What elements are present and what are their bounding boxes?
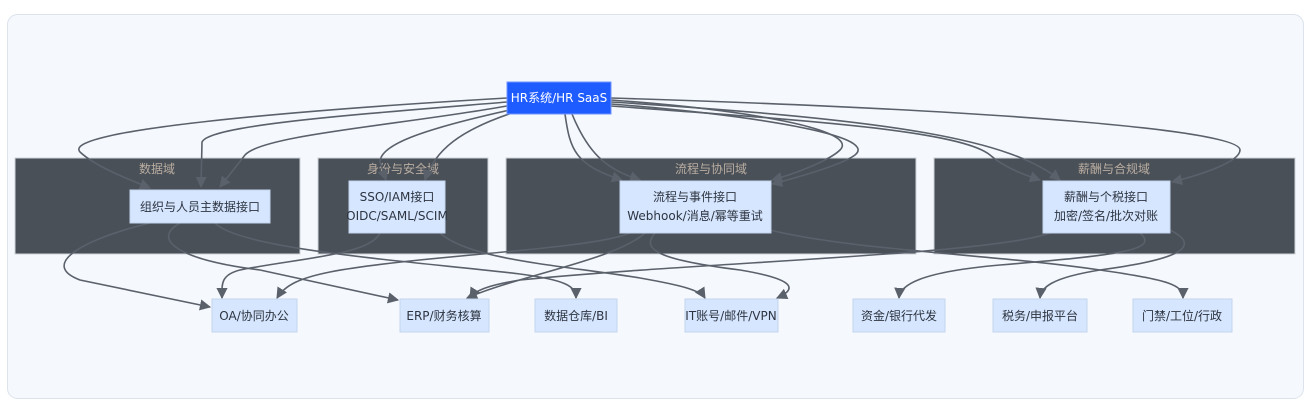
edge-process-to-access xyxy=(769,229,1189,300)
node-oa[interactable]: OA/协同办公 xyxy=(211,298,298,333)
edge-masterdata-to-bi xyxy=(214,222,582,300)
node-label: 数据仓库/BI xyxy=(544,308,608,323)
node-access-admin[interactable]: 门禁/工位/行政 xyxy=(1132,298,1233,333)
edge-process-to-oa xyxy=(276,232,631,299)
cluster-title: 薪酬与合规域 xyxy=(1078,161,1150,176)
node-label: IT账号/邮件/VPN xyxy=(685,309,776,323)
edge-payroll-to-tax xyxy=(1035,229,1186,300)
node-label: 税务/申报平台 xyxy=(1002,308,1078,323)
node-process-interface[interactable]: 流程与事件接口 Webhook/消息/幂等重试 xyxy=(619,180,772,234)
node-label: HR系统/HR SaaS xyxy=(511,91,608,105)
cluster-identity-security: 身份与安全域 xyxy=(317,157,489,255)
node-label: ERP/财务核算 xyxy=(406,308,481,323)
node-masterdata-interface[interactable]: 组织与人员主数据接口 xyxy=(129,189,271,224)
edge-hr-to-payroll xyxy=(610,105,1042,183)
edge-hr-to-process xyxy=(571,113,642,183)
edge-process-to-it xyxy=(649,232,790,300)
node-it-accounts[interactable]: IT账号/邮件/VPN xyxy=(684,298,779,333)
node-sublabel: Webhook/消息/幂等重试 xyxy=(627,208,763,223)
edge-masterdata-to-oa xyxy=(63,222,212,311)
edge-hr-to-process xyxy=(564,113,624,183)
edge-hr-to-sso xyxy=(377,109,511,182)
node-sublabel: 加密/签名/批次对账 xyxy=(1054,208,1158,223)
node-label: 组织与人员主数据接口 xyxy=(140,199,260,214)
edge-hr-to-masterdata xyxy=(78,97,508,190)
node-label: 流程与事件接口 xyxy=(653,189,737,204)
edge-hr-to-payroll xyxy=(610,97,1241,185)
edge-payroll-to-bank xyxy=(894,232,1146,300)
edge-hr-to-masterdata xyxy=(195,101,508,189)
node-label: OA/协同办公 xyxy=(219,308,289,323)
edges xyxy=(63,97,1241,311)
node-label: 资金/银行代发 xyxy=(861,308,937,323)
node-label: SSO/IAM接口 xyxy=(360,189,435,204)
cluster-title: 流程与协同域 xyxy=(675,161,747,176)
node-bi[interactable]: 数据仓库/BI xyxy=(534,298,618,333)
edge-payroll-to-erp xyxy=(469,232,1051,299)
edge-process-to-erp xyxy=(465,232,646,300)
node-payroll-interface[interactable]: 薪酬与个税接口 加密/签名/批次对账 xyxy=(1042,180,1171,234)
node-hr-system[interactable]: HR系统/HR SaaS xyxy=(506,81,612,115)
edge-hr-to-payroll xyxy=(610,101,1061,181)
edge-hr-to-sso xyxy=(422,111,516,182)
cluster-payroll-compliance: 薪酬与合规域 xyxy=(933,157,1296,255)
node-erp[interactable]: ERP/财务核算 xyxy=(399,298,490,333)
cluster-title: 数据域 xyxy=(139,161,175,176)
edge-hr-to-masterdata xyxy=(219,105,508,188)
node-bank-payout[interactable]: 资金/银行代发 xyxy=(852,298,946,333)
node-label: 薪酬与个税接口 xyxy=(1064,189,1148,204)
node-sublabel: OIDC/SAML/SCIM xyxy=(346,209,448,223)
node-sso-interface[interactable]: SSO/IAM接口 OIDC/SAML/SCIM xyxy=(346,180,448,234)
edge-sso-to-oa xyxy=(216,232,381,300)
node-tax-platform[interactable]: 税务/申报平台 xyxy=(992,298,1088,333)
node-label: 门禁/工位/行政 xyxy=(1142,308,1222,323)
